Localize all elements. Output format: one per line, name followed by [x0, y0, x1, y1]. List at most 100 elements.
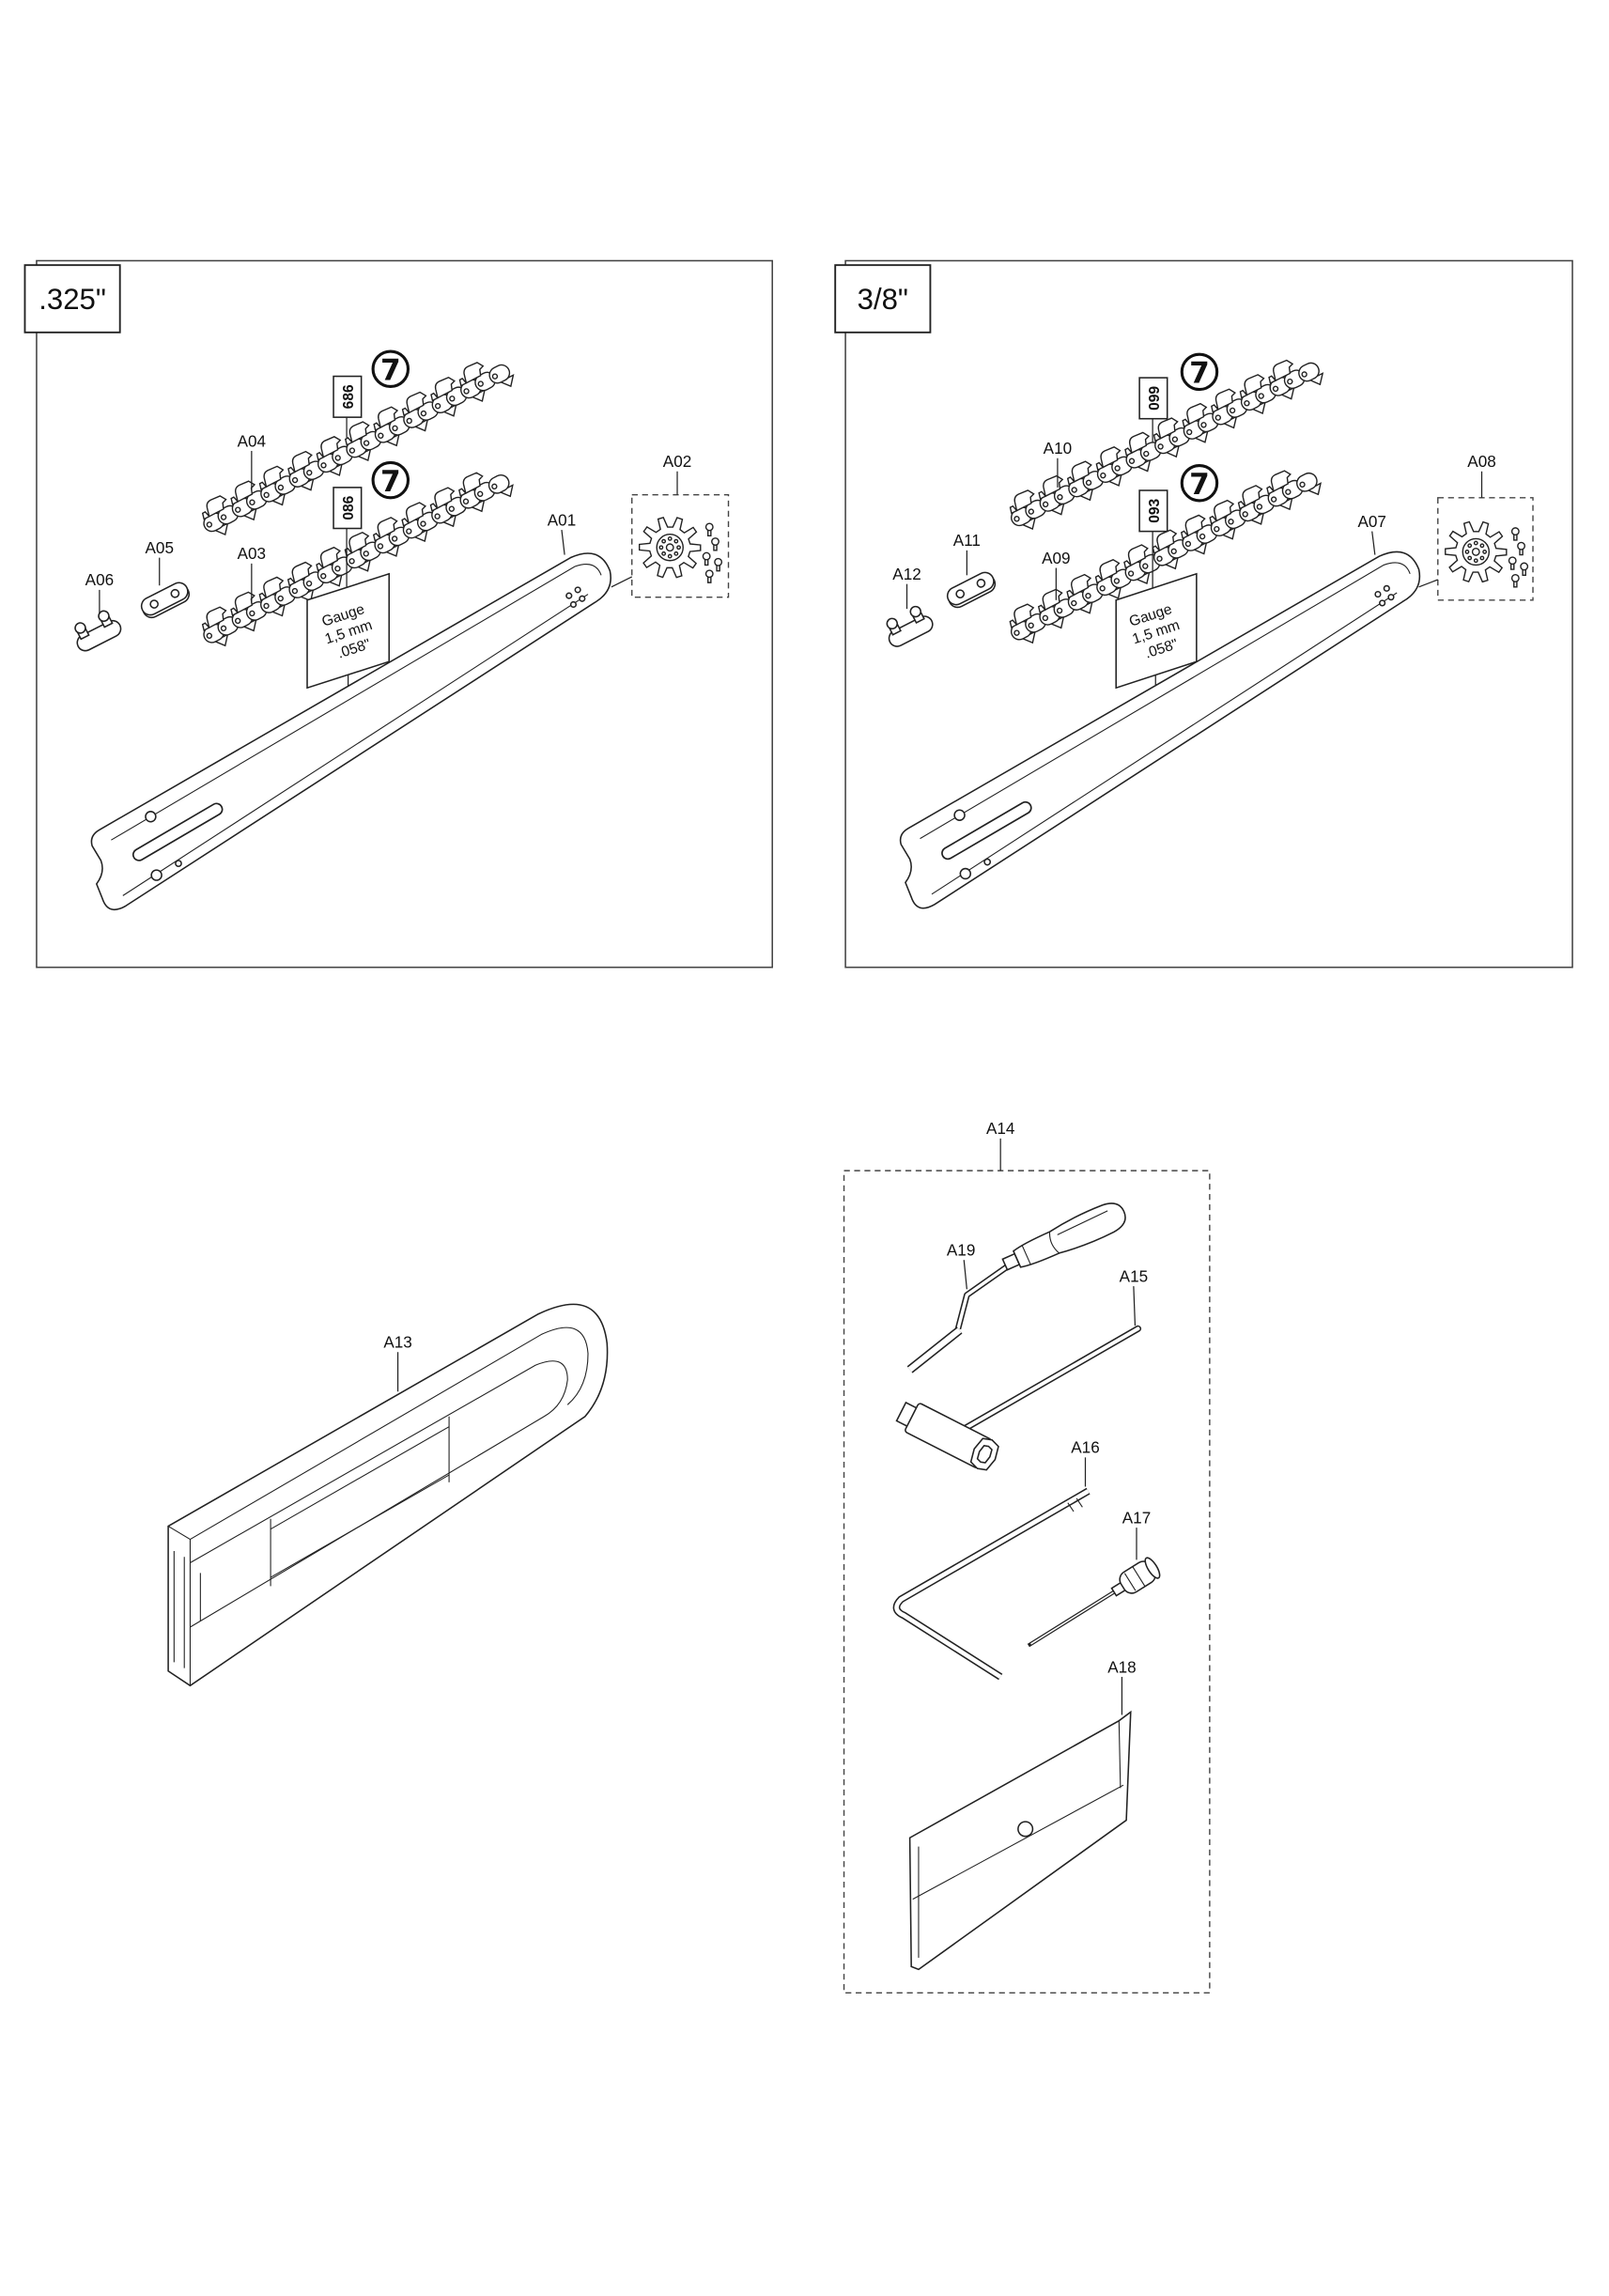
rivet	[334, 455, 341, 461]
sprocket-pin	[1479, 543, 1485, 549]
kickback-badge-text: 7	[380, 465, 401, 499]
depth-gauge	[1095, 461, 1105, 472]
rivet	[1085, 593, 1091, 599]
rivet	[1214, 414, 1221, 421]
rivet	[1143, 450, 1150, 458]
kickback-badge-icon: 7	[1180, 463, 1219, 503]
rivet	[1100, 472, 1106, 479]
depth-gauge	[372, 533, 381, 542]
depth-gauge	[1153, 432, 1162, 442]
chain-code-tag-upper: 099	[1138, 377, 1168, 442]
cutter-tooth	[1071, 573, 1092, 597]
rivet	[249, 610, 255, 617]
rivet	[378, 432, 384, 439]
sprocket-pin	[673, 551, 679, 556]
depth-gauge	[1182, 418, 1191, 428]
sprocket-pin	[1473, 558, 1478, 564]
depth-gauge	[258, 592, 268, 602]
needle-rivet-head	[704, 569, 714, 579]
depth-gauge	[1094, 574, 1104, 584]
connecting-link-a06	[74, 610, 122, 652]
rivet	[491, 373, 499, 380]
depth-gauge	[258, 481, 268, 491]
depth-gauge	[458, 378, 468, 387]
rivet	[277, 595, 284, 602]
depth-gauge	[1037, 604, 1046, 614]
panel-325-title: .325"	[39, 283, 106, 316]
rivet	[1184, 540, 1192, 548]
cutter-tooth	[1184, 514, 1206, 537]
part-label-a09: A09	[1042, 550, 1070, 567]
sprocket-pin	[1464, 549, 1470, 554]
rivet	[1085, 479, 1092, 487]
kickback-badge-text: 7	[1189, 468, 1210, 502]
rivet	[420, 520, 426, 527]
depth-gauge	[1066, 476, 1075, 486]
panel-325: .325" A01 A02 A04 A03 686 7	[23, 259, 774, 969]
cutter-tooth	[434, 376, 456, 399]
rivet	[1113, 578, 1121, 584]
rivet	[434, 513, 441, 520]
joining-link-a11	[946, 571, 997, 609]
chain-code-099: 099	[1147, 386, 1163, 411]
cutter-tooth	[1127, 544, 1149, 566]
sprocket-center	[1471, 547, 1480, 556]
sprocket-pin	[1467, 543, 1473, 549]
saw-chain-a10	[1009, 359, 1324, 531]
part-label-a03: A03	[238, 545, 266, 563]
part-label-a16: A16	[1071, 1439, 1099, 1457]
depth-gauge	[1009, 504, 1018, 515]
part-label-a15: A15	[1120, 1267, 1148, 1285]
depth-gauge	[1038, 490, 1047, 501]
cutter-tooth	[463, 362, 485, 384]
cutter-tooth	[378, 406, 399, 429]
sprocket-pin	[1473, 540, 1478, 546]
part-label-a07: A07	[1357, 513, 1385, 531]
kickback-badge-text: 7	[1189, 357, 1210, 391]
part-label-a02: A02	[663, 453, 691, 471]
needle-rivet-head	[1510, 574, 1520, 582]
cutter-tooth	[319, 546, 341, 569]
panel-38-title-tab: 3/8"	[834, 264, 932, 334]
rivet	[463, 388, 470, 395]
depth-gauge	[1124, 447, 1134, 457]
rivet	[263, 602, 270, 610]
sprocket-pin	[658, 545, 664, 551]
rivet	[1013, 629, 1020, 636]
depth-gauge	[287, 466, 297, 476]
depth-gauge	[1239, 389, 1248, 399]
cutter-tooth	[434, 487, 456, 509]
rivet	[434, 403, 441, 410]
cutter-tooth	[234, 591, 255, 614]
depth-gauge	[230, 496, 240, 505]
cutter-tooth	[462, 472, 484, 495]
cutter-tooth	[1042, 588, 1063, 612]
part-label-a04: A04	[238, 432, 267, 450]
rivet	[1028, 508, 1035, 515]
cutter-tooth	[1273, 359, 1294, 382]
kickback-badge-text: 7	[380, 353, 401, 387]
rivet	[291, 587, 299, 595]
rivet	[377, 543, 384, 550]
rivet	[1056, 607, 1063, 614]
rivet	[1170, 548, 1177, 555]
rivet	[1258, 393, 1264, 399]
rivet	[462, 498, 470, 504]
needle-rivet	[707, 576, 712, 583]
rivet	[263, 491, 270, 499]
rivet	[1142, 563, 1149, 569]
depth-gauge	[286, 577, 296, 587]
depth-gauge	[1211, 404, 1219, 413]
cutter-tooth	[405, 502, 427, 524]
rivet	[320, 462, 327, 469]
kickback-badge-icon: 7	[371, 349, 410, 388]
depth-gauge	[430, 392, 440, 402]
cutter-tooth	[263, 465, 285, 489]
cutter-tooth	[1099, 559, 1121, 582]
rivet	[220, 514, 227, 520]
part-label-a17: A17	[1122, 1509, 1151, 1527]
sprocket-a02-box	[631, 493, 730, 598]
depth-gauge	[1266, 486, 1276, 495]
sprocket-pin	[676, 545, 681, 551]
depth-gauge	[458, 488, 467, 497]
